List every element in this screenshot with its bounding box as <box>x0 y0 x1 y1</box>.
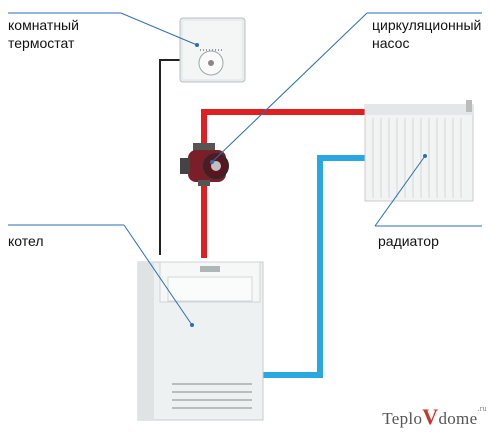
radiator-label-text: радиатор <box>378 233 439 249</box>
supply-pipe-upper <box>201 109 368 150</box>
pump-label-line-1: циркуляционный <box>372 17 482 33</box>
room-thermostat <box>179 17 246 83</box>
radiator-label: радиатор <box>378 232 439 250</box>
return-pipe <box>260 155 368 378</box>
thermostat-label: комнатный термостат <box>8 16 79 52</box>
thermostat-label-line-1: комнатный <box>8 17 79 33</box>
thermostat-wire <box>159 59 182 255</box>
watermark-logo: TeploVdome.ru <box>382 404 487 430</box>
watermark-accent: V <box>422 404 439 429</box>
watermark-part-1: Teplo <box>382 409 423 428</box>
watermark-suffix: .ru <box>477 404 487 413</box>
boiler-label: котел <box>8 232 44 250</box>
boiler <box>137 261 264 421</box>
circulation-pump <box>180 143 229 186</box>
watermark-part-2: dome <box>438 409 478 428</box>
thermostat-label-line-2: термостат <box>8 35 75 51</box>
pump-label-line-2: насос <box>372 35 410 51</box>
radiator <box>364 100 474 202</box>
pump-label: циркуляционный насос <box>372 16 481 52</box>
boiler-label-text: котел <box>8 233 44 249</box>
